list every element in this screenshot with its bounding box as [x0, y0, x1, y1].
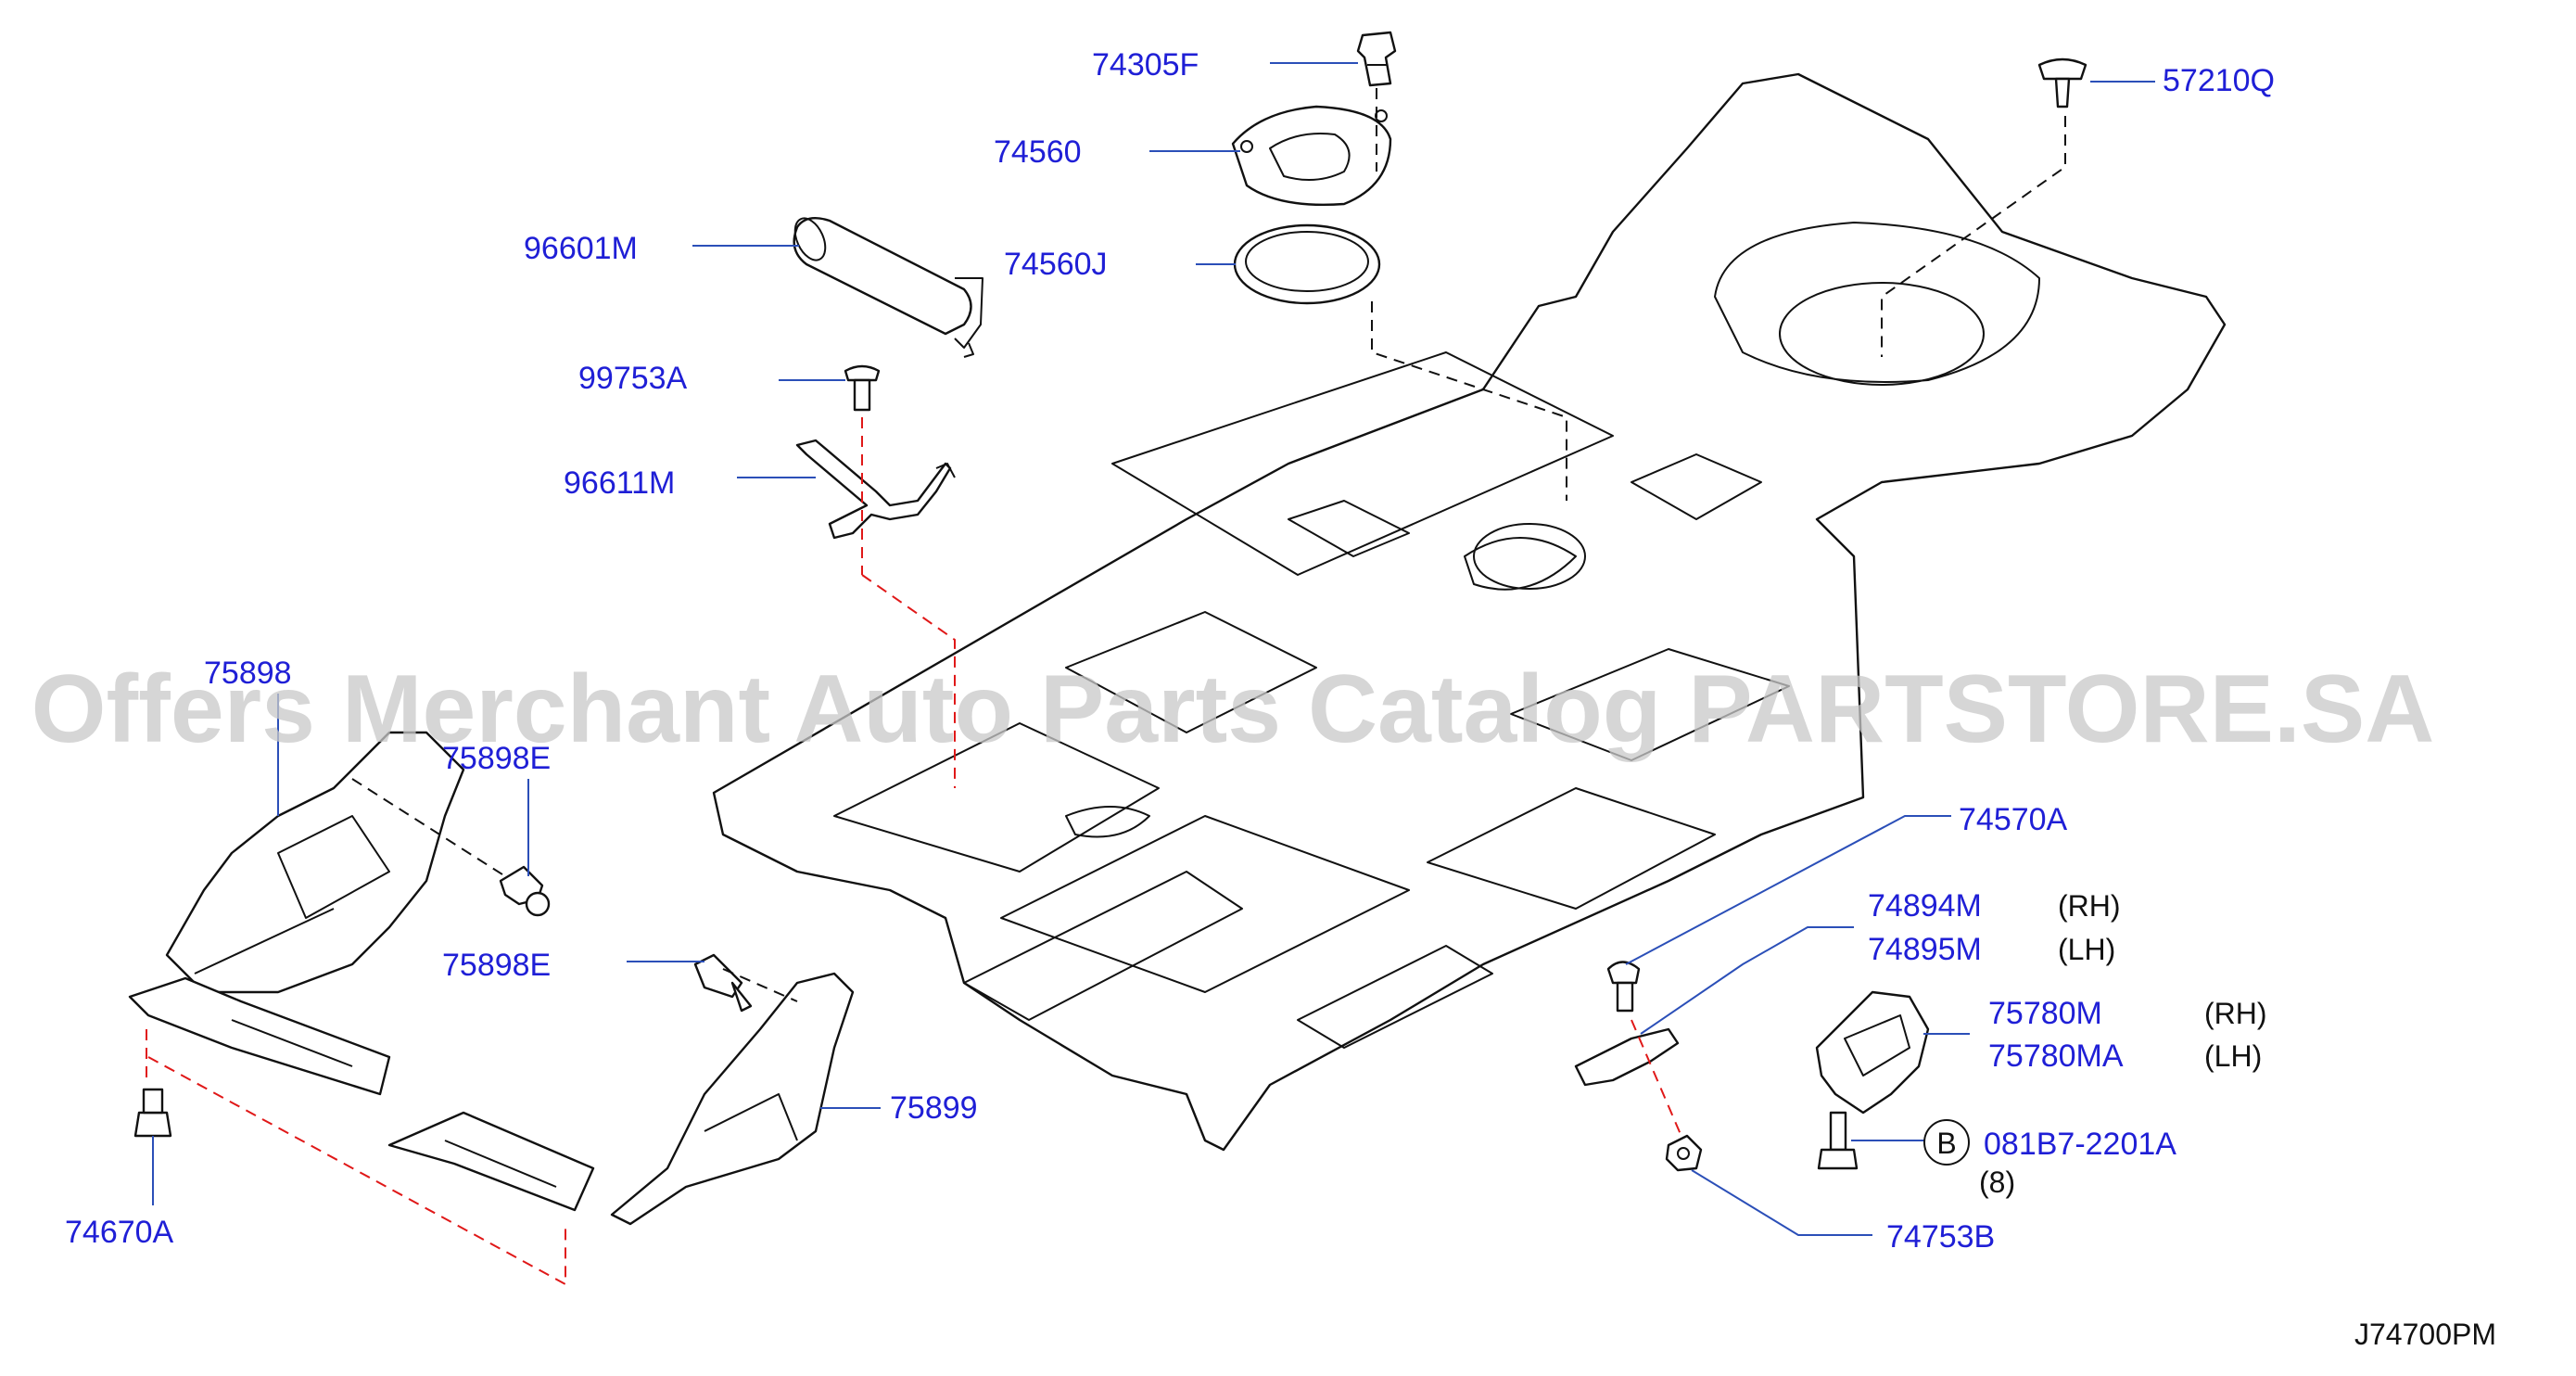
callout-57210q: 57210Q	[2163, 63, 2275, 98]
diagram-code: J74700PM	[2354, 1318, 2496, 1351]
callout-081b7: 081B7-2201A	[1984, 1127, 2176, 1162]
callout-75780ma-side: (LH)	[2204, 1039, 2262, 1073]
under-cover-75899-drawing	[610, 972, 855, 1226]
callout-081b7-qty: (8)	[1979, 1166, 2015, 1199]
circle-marker-letter: B	[1936, 1127, 1956, 1160]
stud-74570a-drawing	[1606, 961, 1641, 1013]
clip-75898e-lower-drawing	[693, 953, 753, 1013]
bolt-74670a-drawing	[133, 1088, 172, 1138]
leader-lines	[152, 62, 2155, 1236]
under-cover-75898-drawing	[165, 731, 465, 994]
callout-96611m: 96611M	[564, 465, 675, 501]
dashed-connectors	[146, 88, 2066, 1286]
callout-96601m: 96601M	[524, 231, 638, 266]
grommet-74560-drawing	[1231, 105, 1392, 207]
watermark: Offers Merchant Auto Parts Catalog PARTS…	[32, 656, 2435, 763]
callout-74753b: 74753B	[1886, 1219, 1995, 1255]
callout-75780m: 75780M	[1988, 996, 2102, 1031]
bracket-96611m-drawing	[795, 439, 956, 540]
canister-96601m-drawing	[793, 217, 983, 358]
callout-74670a: 74670A	[65, 1215, 174, 1250]
callout-74894m: 74894M	[1868, 888, 1982, 924]
clip-75898e-upper-drawing	[499, 865, 551, 917]
callout-74560j: 74560J	[1004, 247, 1108, 282]
under-cover-front-drawing	[128, 976, 595, 1212]
callout-75898e-lower: 75898E	[442, 948, 551, 983]
bolt-081b7-drawing	[1817, 1111, 1859, 1170]
callout-74560: 74560	[994, 134, 1082, 170]
callout-74570a: 74570A	[1959, 802, 2068, 837]
callout-99753a: 99753A	[578, 361, 688, 396]
clip-74305f-drawing	[1356, 31, 1397, 87]
callout-74895m-side: (LH)	[2058, 933, 2115, 966]
circle-marker-b: B	[1923, 1119, 1970, 1166]
callout-74895m: 74895M	[1868, 932, 1982, 967]
nut-74753b-drawing	[1665, 1134, 1703, 1172]
callout-75780m-side: (RH)	[2204, 997, 2267, 1030]
seal-74560j-drawing	[1233, 223, 1381, 305]
bolt-99753a-drawing	[844, 364, 881, 412]
bracket-75780m-drawing	[1815, 990, 1930, 1115]
callout-75898: 75898	[204, 656, 292, 691]
callout-75898e-upper: 75898E	[442, 741, 551, 776]
floor-panel-drawing	[712, 72, 2227, 1152]
callout-74894m-side: (RH)	[2058, 889, 2121, 923]
clip-57210q-drawing	[2037, 57, 2087, 108]
callout-75780ma: 75780MA	[1988, 1038, 2124, 1074]
callout-74305f: 74305F	[1092, 47, 1199, 83]
bracket-74894m-drawing	[1574, 1027, 1680, 1087]
callout-75899: 75899	[890, 1090, 978, 1126]
